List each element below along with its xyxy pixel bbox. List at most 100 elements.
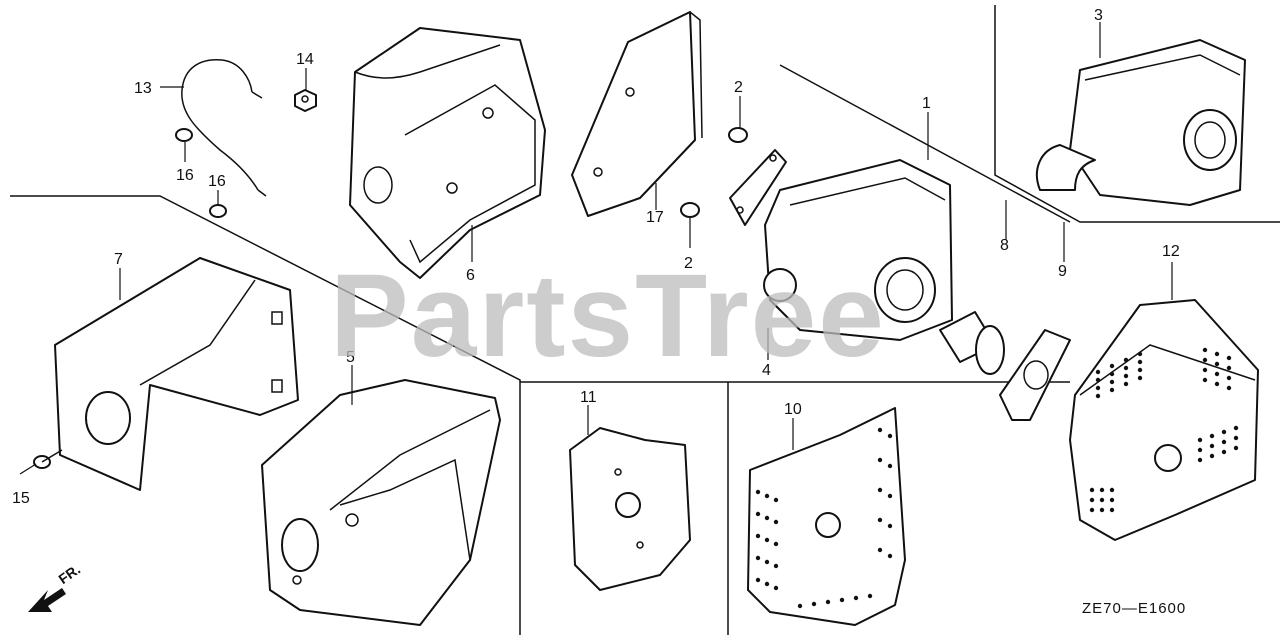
perforation-hole	[773, 541, 779, 547]
perforation-hole	[887, 523, 893, 529]
callout-16-lower: 16	[208, 173, 226, 190]
callout-14: 14	[296, 51, 314, 68]
callouts: 1 2 2 3 4 5 6 7 8 9 10 11 12 13 14 15 16…	[12, 7, 1180, 507]
callout-16-upper: 16	[176, 167, 194, 184]
perforation-hole	[1109, 487, 1115, 493]
panel-dividers	[10, 5, 1280, 635]
perforation-hole	[1202, 357, 1208, 363]
perforation-hole	[1123, 357, 1129, 363]
perforation-hole	[1202, 377, 1208, 383]
perforation-hole	[825, 599, 831, 605]
part-4-muffler-gasket	[729, 149, 787, 226]
part-8-spark-arrester	[939, 311, 1005, 375]
perforation-hole	[1202, 367, 1208, 373]
perforation-hole	[877, 427, 883, 433]
perforation-hole	[1137, 359, 1143, 365]
diagram-code: ZE70—E1600	[1082, 600, 1187, 617]
perforation-hole	[1089, 487, 1095, 493]
part-2-washer-a	[728, 127, 748, 143]
leader-lines	[19, 22, 1173, 475]
part-7-heat-shield	[54, 257, 299, 491]
perforation-hole	[839, 597, 845, 603]
perforation-hole	[1221, 429, 1227, 435]
perforation-hole	[1123, 373, 1129, 379]
callout-2-upper: 2	[734, 79, 743, 96]
part-13-wire-end	[257, 189, 267, 197]
perforation-hole	[1233, 445, 1239, 451]
callout-5: 5	[346, 349, 355, 366]
perforation-hole	[1099, 507, 1105, 513]
perforation-hole	[877, 487, 883, 493]
perforation-hole	[1099, 497, 1105, 503]
perforation-hole	[1221, 439, 1227, 445]
callout-4: 4	[762, 362, 771, 379]
perforation-hole	[1226, 385, 1232, 391]
perforation-hole	[887, 463, 893, 469]
callout-6: 6	[466, 267, 475, 284]
perforation-hole	[1099, 487, 1105, 493]
perforation-hole	[764, 515, 770, 521]
perforation-hole	[1209, 443, 1215, 449]
perforation-hole	[1197, 457, 1203, 463]
perforation-hole	[755, 533, 761, 539]
perforation-hole	[1209, 453, 1215, 459]
perforation-hole	[755, 511, 761, 517]
perforation-hole	[764, 537, 770, 543]
perforation-hole	[1137, 367, 1143, 373]
part-9-gasket	[999, 329, 1071, 421]
callout-15: 15	[12, 490, 30, 507]
perforation-hole	[1137, 375, 1143, 381]
part-10-perforated-plate	[747, 407, 906, 626]
perforation-hole	[1109, 379, 1115, 385]
perforation-hole	[773, 585, 779, 591]
perforation-hole	[1123, 365, 1129, 371]
perforation-hole	[1095, 377, 1101, 383]
callout-13: 13	[134, 80, 152, 97]
callout-2-lower: 2	[684, 255, 693, 272]
perforation-hole	[1226, 355, 1232, 361]
perforation-hole	[877, 547, 883, 553]
perforation-hole	[1095, 369, 1101, 375]
perforation-hole	[1233, 425, 1239, 431]
part-13-wire-clip	[181, 59, 263, 191]
perforation-hole	[877, 517, 883, 523]
callout-8: 8	[1000, 237, 1009, 254]
perforation-hole	[867, 593, 873, 599]
perforation-hole	[755, 555, 761, 561]
perforation-hole	[887, 553, 893, 559]
perforation-hole	[1109, 387, 1115, 393]
callout-3: 3	[1094, 7, 1103, 24]
part-11-shield-plate	[569, 427, 691, 591]
callout-7: 7	[114, 251, 123, 268]
perforation-hole	[1109, 363, 1115, 369]
perforation-hole	[1089, 507, 1095, 513]
perforation-hole	[1137, 351, 1143, 357]
perforation-hole	[764, 581, 770, 587]
perforation-hole	[887, 493, 893, 499]
perforation-hole	[773, 519, 779, 525]
perforation-hole	[1109, 507, 1115, 513]
callout-10: 10	[784, 401, 802, 418]
perforation-hole	[1214, 361, 1220, 367]
part-14-nut	[294, 89, 317, 112]
part-17-bracket-plate	[571, 11, 703, 217]
perforation-hole	[1233, 435, 1239, 441]
perforation-hole	[797, 603, 803, 609]
perforation-hole	[1226, 375, 1232, 381]
callout-9: 9	[1058, 263, 1067, 280]
perforation-hole	[1109, 497, 1115, 503]
part-12-perforated-shield	[1069, 299, 1259, 541]
perforation-hole	[755, 577, 761, 583]
perforation-hole	[1095, 393, 1101, 399]
perforation-hole	[1202, 347, 1208, 353]
perforation-hole	[1197, 447, 1203, 453]
perforation-hole	[773, 497, 779, 503]
part-16-washer-a	[175, 128, 193, 142]
perforation-hole	[1221, 449, 1227, 455]
perforation-hole	[755, 489, 761, 495]
part-15-screw	[33, 449, 63, 469]
callout-12: 12	[1162, 243, 1180, 260]
perforation-hole	[1214, 351, 1220, 357]
part-6-muffler-protector-upper	[349, 27, 546, 279]
perforation-hole	[764, 493, 770, 499]
